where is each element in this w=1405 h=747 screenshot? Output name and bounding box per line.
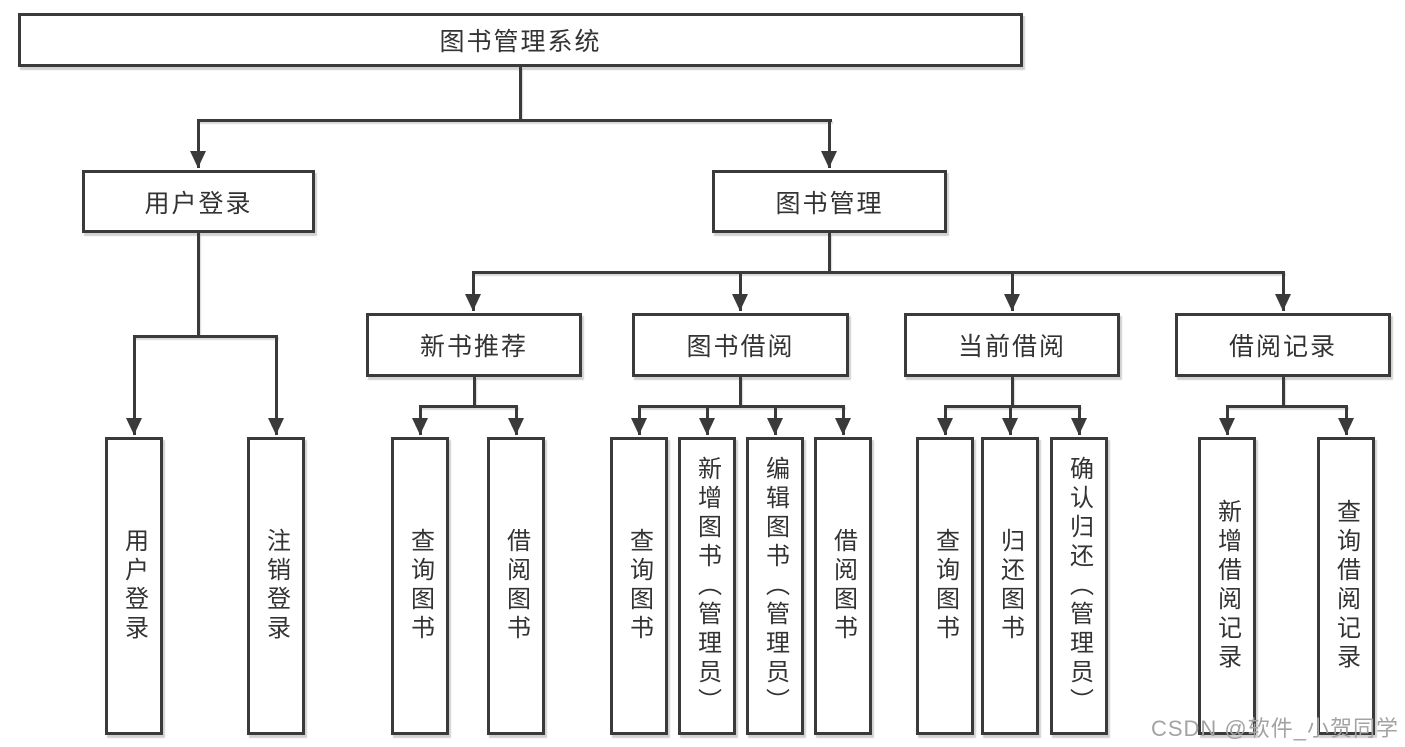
- arrow-down-icon: [699, 405, 715, 435]
- connector-line: [197, 119, 832, 122]
- leaf-edit-books-admin: 编辑图书（管理员）: [746, 437, 804, 735]
- leaf-current-query-books: 查询图书: [916, 437, 974, 735]
- connector-line: [1282, 377, 1285, 405]
- node-current-borrow: 当前借阅: [904, 313, 1120, 377]
- node-new-book-recommend: 新书推荐: [366, 313, 582, 377]
- arrow-down-icon: [631, 405, 647, 435]
- connector-line: [133, 335, 278, 338]
- arrow-down-icon: [835, 405, 851, 435]
- connector-line: [419, 405, 518, 408]
- arrow-down-icon: [508, 405, 524, 435]
- leaf-add-books-admin: 新增图书（管理员）: [678, 437, 736, 735]
- connector-line: [1226, 405, 1348, 408]
- leaf-borrow-query-books: 查询图书: [610, 437, 668, 735]
- arrow-down-icon: [126, 335, 142, 435]
- arrow-down-icon: [732, 271, 748, 311]
- leaf-borrow-books: 借阅图书: [814, 437, 872, 735]
- node-library-management-system: 图书管理系统: [18, 13, 1023, 67]
- connector-line: [828, 233, 831, 271]
- node-book-management: 图书管理: [712, 170, 947, 233]
- connector-line: [197, 233, 200, 335]
- arrow-down-icon: [1338, 405, 1354, 435]
- connector-line: [472, 271, 1285, 274]
- leaf-confirm-return-admin: 确认归还（管理员）: [1050, 437, 1108, 735]
- arrow-down-icon: [1004, 271, 1020, 311]
- connector-line: [944, 405, 1081, 408]
- leaf-return-books: 归还图书: [981, 437, 1039, 735]
- connector-line: [473, 377, 476, 405]
- leaf-user-login: 用户登录: [105, 437, 163, 735]
- node-user-login: 用户登录: [82, 170, 315, 233]
- leaf-query-borrow-record: 查询借阅记录: [1317, 437, 1375, 735]
- arrow-down-icon: [1219, 405, 1235, 435]
- connector-line: [1011, 377, 1014, 405]
- arrow-down-icon: [937, 405, 953, 435]
- arrow-down-icon: [190, 119, 206, 168]
- leaf-recommend-borrow-books: 借阅图书: [487, 437, 545, 735]
- arrow-down-icon: [412, 405, 428, 435]
- connector-line: [638, 405, 845, 408]
- node-book-borrow: 图书借阅: [632, 313, 849, 377]
- arrow-down-icon: [1275, 271, 1291, 311]
- csdn-watermark: CSDN @软件_小贺同学: [1150, 716, 1399, 741]
- arrow-down-icon: [767, 405, 783, 435]
- arrow-down-icon: [465, 271, 481, 311]
- connector-line: [519, 67, 522, 119]
- arrow-down-icon: [1002, 405, 1018, 435]
- leaf-logout-login: 注销登录: [247, 437, 305, 735]
- node-borrow-record: 借阅记录: [1175, 313, 1391, 377]
- leaf-add-borrow-record: 新增借阅记录: [1198, 437, 1256, 735]
- leaf-recommend-query-books: 查询图书: [391, 437, 449, 735]
- arrow-down-icon: [821, 119, 837, 168]
- arrow-down-icon: [1071, 405, 1087, 435]
- connector-line: [739, 377, 742, 405]
- arrow-down-icon: [268, 335, 284, 435]
